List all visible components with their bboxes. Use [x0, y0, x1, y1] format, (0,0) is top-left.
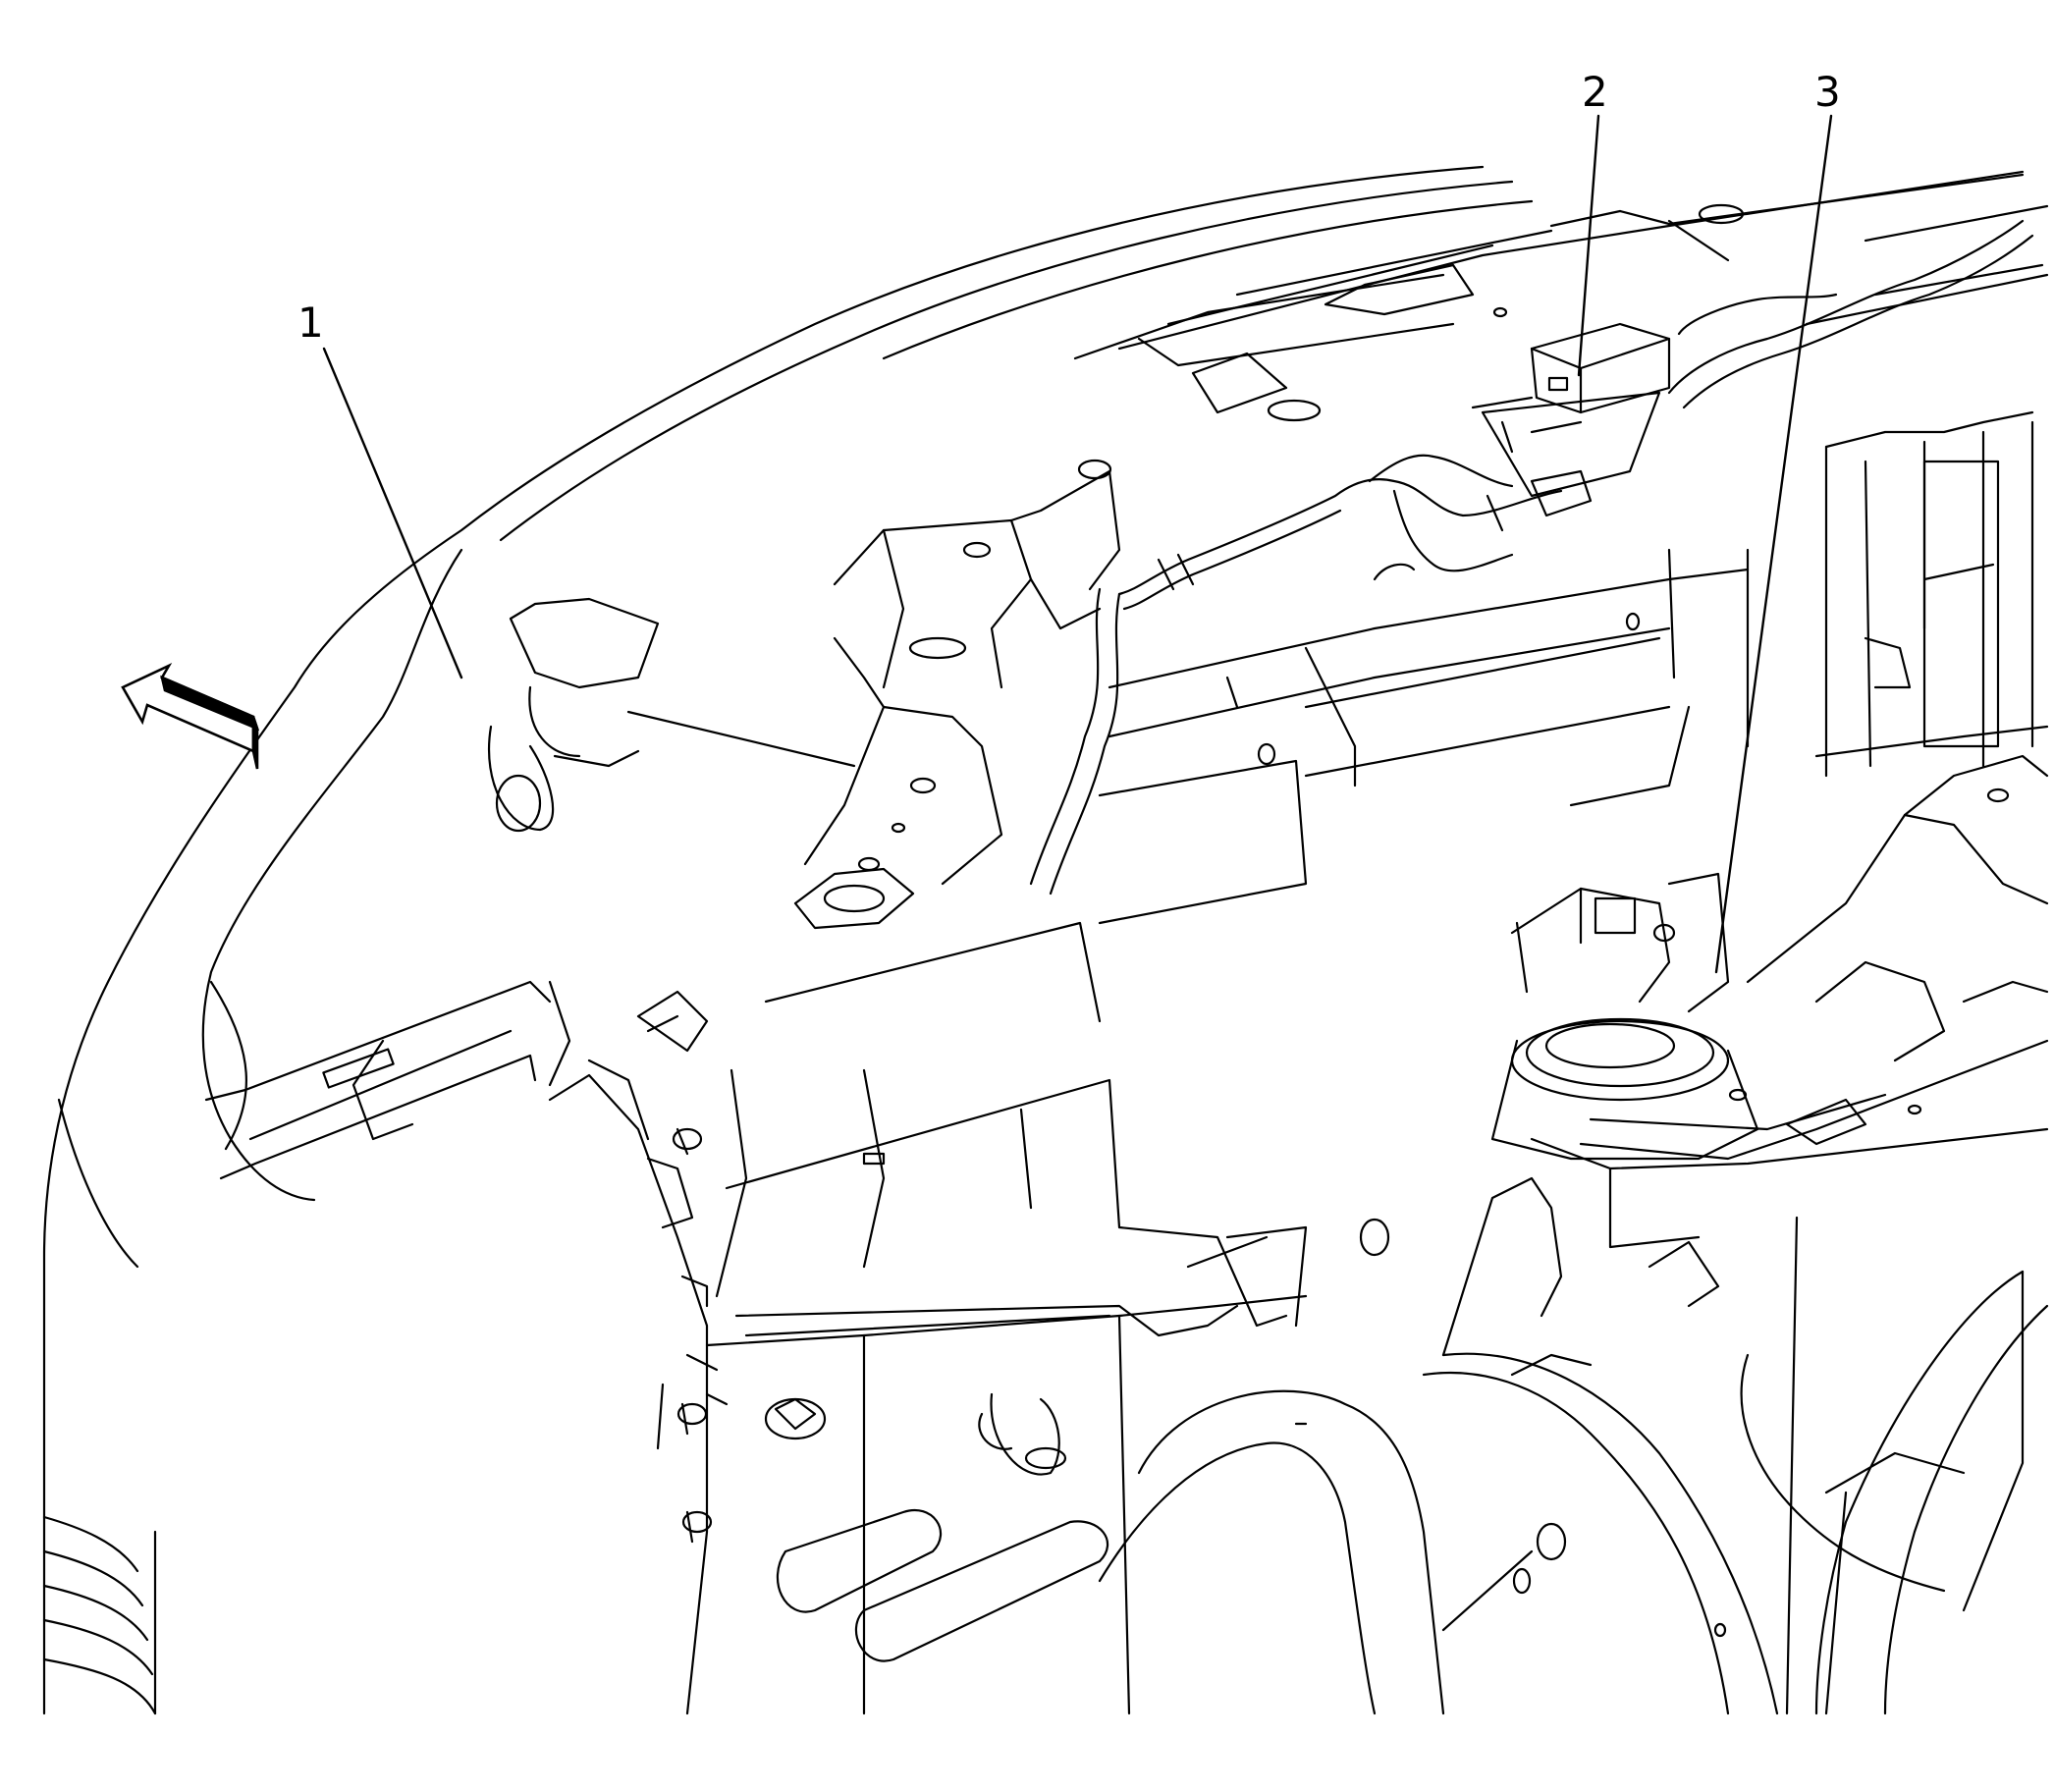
upper-tie-bar: [964, 172, 2047, 557]
left-upper-rail: [795, 471, 1119, 928]
harness-clips: [638, 992, 727, 1542]
callout-1-leader: [324, 349, 461, 678]
right-rail-structure: [1816, 412, 2047, 776]
callout-2: 2: [1582, 68, 1608, 116]
lower-tie-bar: [1100, 550, 1748, 923]
headlamp-bracket: [489, 599, 854, 831]
impact-sensor: [1483, 324, 1669, 496]
callout-1: 1: [297, 299, 324, 347]
strut-tower: [1492, 756, 2047, 1159]
front-bumper-bracket: [206, 982, 569, 1178]
grille-slats: [44, 1517, 155, 1713]
wiring-harness: [1031, 221, 2032, 894]
wheelhouse: [550, 923, 1944, 1713]
callout-3: 3: [1814, 68, 1841, 116]
callout-3-leader: [1716, 116, 1831, 972]
fender-outline: [44, 167, 1532, 1713]
right-wheel-arch: [1532, 1129, 2047, 1713]
forward-arrow-icon: [123, 666, 257, 769]
callout-2-leader: [1579, 116, 1598, 375]
